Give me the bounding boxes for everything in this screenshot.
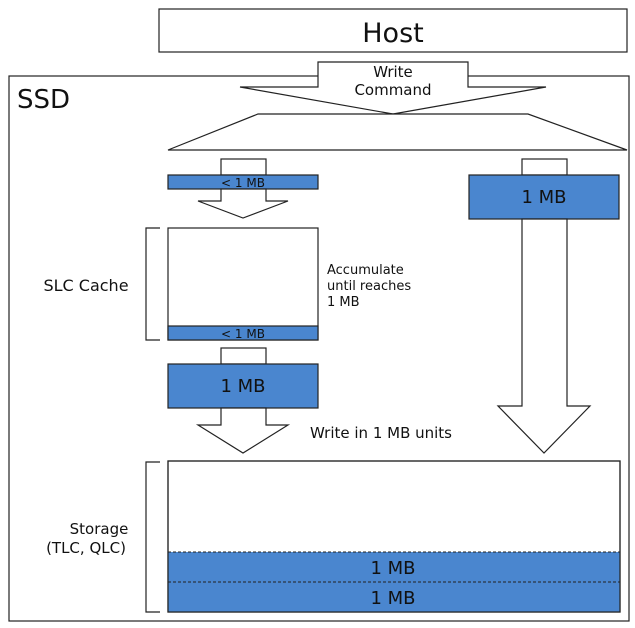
split-shape bbox=[167, 113, 628, 151]
write-command-line2: Command bbox=[354, 81, 431, 99]
storage-block-1 bbox=[168, 552, 620, 582]
large-chunk-label: 1 MB bbox=[521, 187, 566, 208]
large-chunk-connector bbox=[521, 158, 568, 176]
storage-label-line2: (TLC, QLC) bbox=[46, 539, 126, 557]
write-command-arrow bbox=[239, 61, 547, 115]
to-slc-arrow bbox=[197, 188, 289, 219]
slc-cache-box bbox=[167, 227, 319, 341]
flush-block-label: 1 MB bbox=[220, 376, 265, 397]
accumulate-note-line1: Accumulate bbox=[327, 263, 404, 278]
right-storage-arrow bbox=[496, 218, 592, 454]
slc-cache-label: SLC Cache bbox=[43, 276, 128, 295]
write-command-line1: Write bbox=[373, 63, 413, 81]
slc-cache-fill bbox=[167, 325, 319, 341]
accumulate-note-line3: 1 MB bbox=[327, 295, 360, 310]
small-chunk-connector bbox=[220, 158, 267, 176]
flush-block bbox=[167, 363, 319, 409]
storage-label-line1: Storage bbox=[70, 520, 129, 538]
left-storage-arrow bbox=[195, 407, 291, 454]
host-box bbox=[158, 8, 628, 53]
flush-connector bbox=[220, 347, 267, 365]
storage-block-2 bbox=[168, 582, 620, 612]
slc-cache-bracket bbox=[145, 227, 160, 341]
ssd-label: SSD bbox=[17, 85, 70, 115]
storage-block-2-label: 1 MB bbox=[370, 588, 415, 609]
small-chunk-label: < 1 MB bbox=[221, 176, 265, 190]
write-units-note: Write in 1 MB units bbox=[310, 424, 452, 442]
slc-cache-fill-label: < 1 MB bbox=[221, 327, 265, 341]
accumulate-note-line2: until reaches bbox=[327, 279, 411, 294]
host-label: Host bbox=[362, 18, 423, 49]
storage-block-1-label: 1 MB bbox=[370, 558, 415, 579]
storage-bracket bbox=[145, 461, 160, 613]
storage-outline bbox=[167, 460, 621, 613]
